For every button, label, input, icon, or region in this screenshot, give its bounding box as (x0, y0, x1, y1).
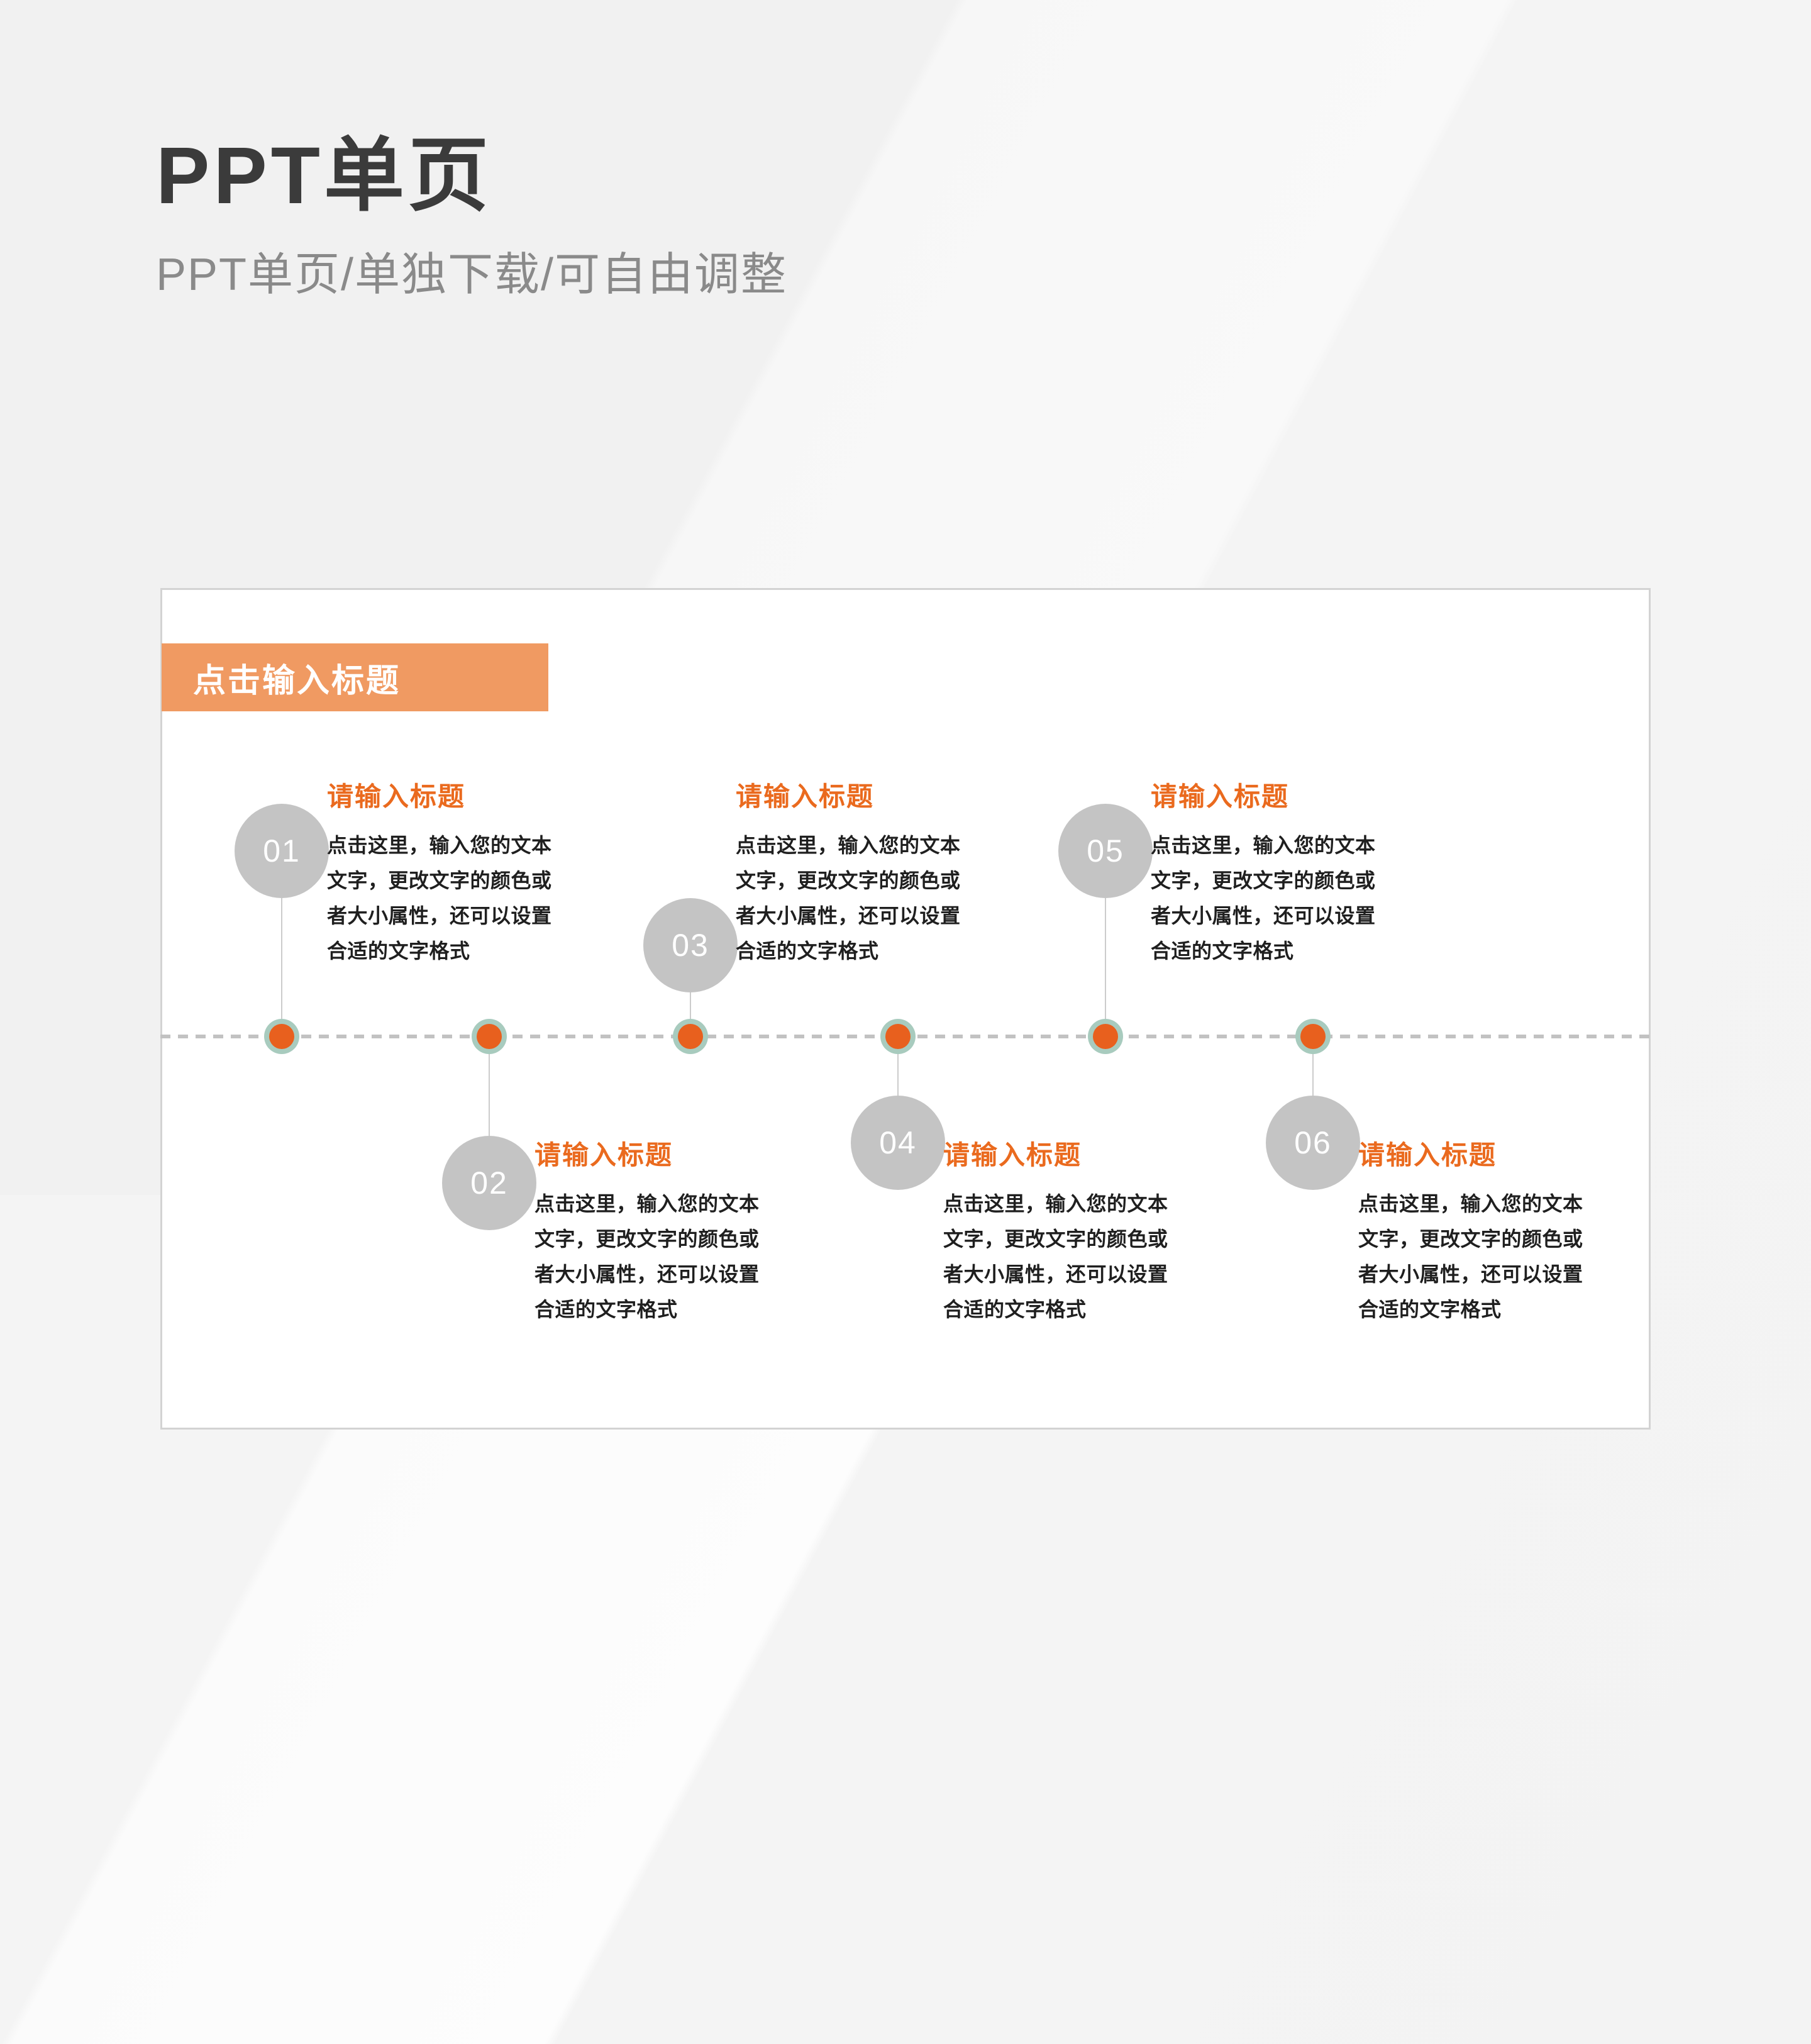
page-title: PPT单页 (156, 131, 492, 221)
timeline-dot-core-01 (269, 1024, 294, 1049)
item-title-06: 请输入标题 (1358, 1140, 1497, 1170)
item-text-01: 请输入标题 点击这里，输入您的文本文字，更改文字的颜色或者大小属性，还可以设置合… (327, 775, 553, 969)
section-title-label: 点击输入标题 (193, 662, 401, 699)
item-body-03: 点击这里，输入您的文本文字，更改文字的颜色或者大小属性，还可以设置合适的文字格式 (736, 834, 961, 962)
number-label-04: 04 (879, 1125, 917, 1160)
stem-02 (489, 1036, 490, 1137)
item-title-03: 请输入标题 (736, 782, 875, 811)
page-subtitle: PPT单页/单独下载/可自由调整 (156, 249, 788, 300)
timeline-dot-03[interactable] (673, 1019, 708, 1054)
timeline-dot-05[interactable] (1088, 1019, 1123, 1054)
slide-card: 点击输入标题 01 请输入标题 点击这里，输入您的文本文字，更改文字的颜色或者大… (160, 588, 1651, 1430)
item-body-06: 点击这里，输入您的文本文字，更改文字的颜色或者大小属性，还可以设置合适的文字格式 (1358, 1192, 1583, 1321)
item-title-01: 请输入标题 (327, 782, 466, 811)
number-circle-01[interactable]: 01 (235, 804, 329, 898)
stem-06 (1312, 1036, 1314, 1097)
timeline-dot-04[interactable] (880, 1019, 916, 1054)
item-text-06: 请输入标题 点击这里，输入您的文本文字，更改文字的颜色或者大小属性，还可以设置合… (1358, 1134, 1585, 1327)
stem-05 (1105, 898, 1106, 1038)
number-label-02: 02 (470, 1165, 508, 1201)
timeline-dot-core-04 (885, 1024, 911, 1049)
number-circle-04[interactable]: 04 (851, 1096, 945, 1190)
number-label-05: 05 (1087, 833, 1124, 869)
timeline-dot-core-02 (477, 1024, 502, 1049)
item-text-03: 请输入标题 点击这里，输入您的文本文字，更改文字的颜色或者大小属性，还可以设置合… (736, 775, 962, 969)
item-text-04: 请输入标题 点击这里，输入您的文本文字，更改文字的颜色或者大小属性，还可以设置合… (943, 1134, 1170, 1327)
timeline-dot-core-03 (678, 1024, 703, 1049)
item-body-04: 点击这里，输入您的文本文字，更改文字的颜色或者大小属性，还可以设置合适的文字格式 (943, 1192, 1168, 1321)
section-title-badge[interactable]: 点击输入标题 (162, 643, 548, 711)
stem-01 (281, 898, 282, 1038)
item-body-05: 点击这里，输入您的文本文字，更改文字的颜色或者大小属性，还可以设置合适的文字格式 (1151, 834, 1376, 962)
timeline-dot-02[interactable] (472, 1019, 507, 1054)
item-title-04: 请输入标题 (943, 1140, 1082, 1170)
timeline-dot-06[interactable] (1295, 1019, 1331, 1054)
timeline-dot-core-05 (1093, 1024, 1118, 1049)
item-text-05: 请输入标题 点击这里，输入您的文本文字，更改文字的颜色或者大小属性，还可以设置合… (1151, 775, 1377, 969)
item-title-05: 请输入标题 (1151, 782, 1290, 811)
timeline-dot-core-06 (1300, 1024, 1326, 1049)
timeline-dot-01[interactable] (264, 1019, 299, 1054)
number-label-06: 06 (1294, 1125, 1332, 1160)
number-circle-03[interactable]: 03 (643, 898, 738, 992)
item-body-02: 点击这里，输入您的文本文字，更改文字的颜色或者大小属性，还可以设置合适的文字格式 (534, 1192, 760, 1321)
stem-04 (897, 1036, 899, 1097)
stem-03 (690, 992, 691, 1038)
item-title-02: 请输入标题 (534, 1140, 673, 1170)
number-circle-02[interactable]: 02 (442, 1136, 536, 1230)
item-text-02: 请输入标题 点击这里，输入您的文本文字，更改文字的颜色或者大小属性，还可以设置合… (534, 1134, 761, 1327)
number-circle-06[interactable]: 06 (1266, 1096, 1360, 1190)
page-header: PPT单页 PPT单页/单独下载/可自由调整 (156, 131, 1351, 303)
number-label-03: 03 (672, 928, 709, 963)
number-circle-05[interactable]: 05 (1058, 804, 1153, 898)
number-label-01: 01 (263, 833, 301, 869)
item-body-01: 点击这里，输入您的文本文字，更改文字的颜色或者大小属性，还可以设置合适的文字格式 (327, 834, 552, 962)
